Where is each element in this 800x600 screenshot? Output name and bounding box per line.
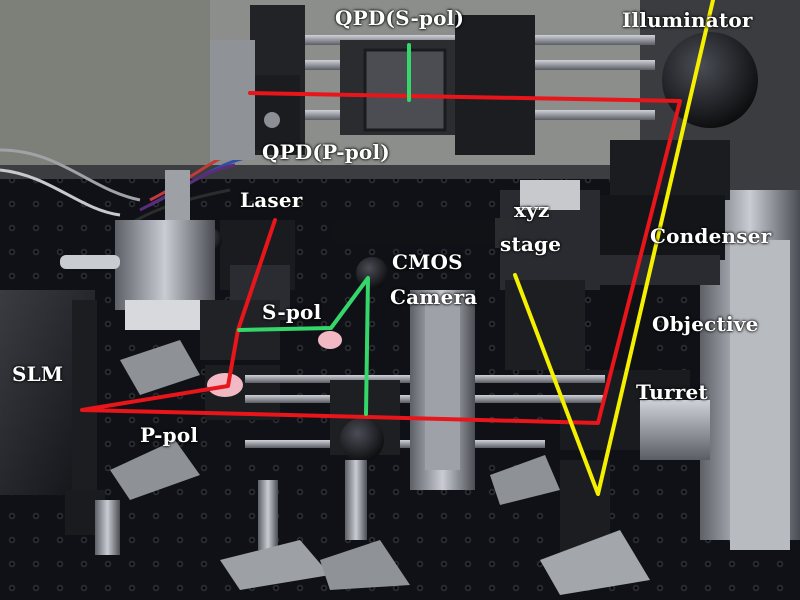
slm-unit	[0, 290, 105, 535]
illumination-beam	[513, 0, 715, 496]
cmos-label: CMOS	[392, 250, 463, 274]
s-pol-label: S-pol	[262, 300, 322, 324]
s-pol-beam	[237, 276, 370, 416]
stage-label: stage	[500, 232, 562, 256]
p-pol-label: P-pol	[140, 423, 199, 447]
condenser-label: Condenser	[650, 224, 772, 248]
condenser-assembly	[595, 32, 758, 285]
p-pol-beam	[80, 91, 682, 425]
background-shadow	[0, 0, 210, 190]
translation-stage	[60, 170, 215, 330]
microscope-pillar	[730, 240, 790, 550]
laser-label: Laser	[240, 188, 303, 212]
turret-label: Turret	[636, 380, 708, 404]
camera-label: Camera	[390, 285, 478, 309]
table-far-edge	[0, 165, 800, 179]
illuminator-label: Illuminator	[622, 8, 753, 32]
qpd-rail-assembly	[210, 5, 655, 160]
qpd-p-pol-label: QPD(P-pol)	[262, 140, 390, 164]
mounting-posts	[95, 340, 650, 595]
xyz-stage	[500, 180, 600, 370]
slm-label: SLM	[12, 362, 64, 386]
objective-label: Objective	[652, 312, 759, 336]
beam-paths	[80, 0, 715, 496]
xyz-label: xyz	[514, 198, 550, 222]
qpd-s-pol-label: QPD(S-pol)	[335, 6, 465, 30]
